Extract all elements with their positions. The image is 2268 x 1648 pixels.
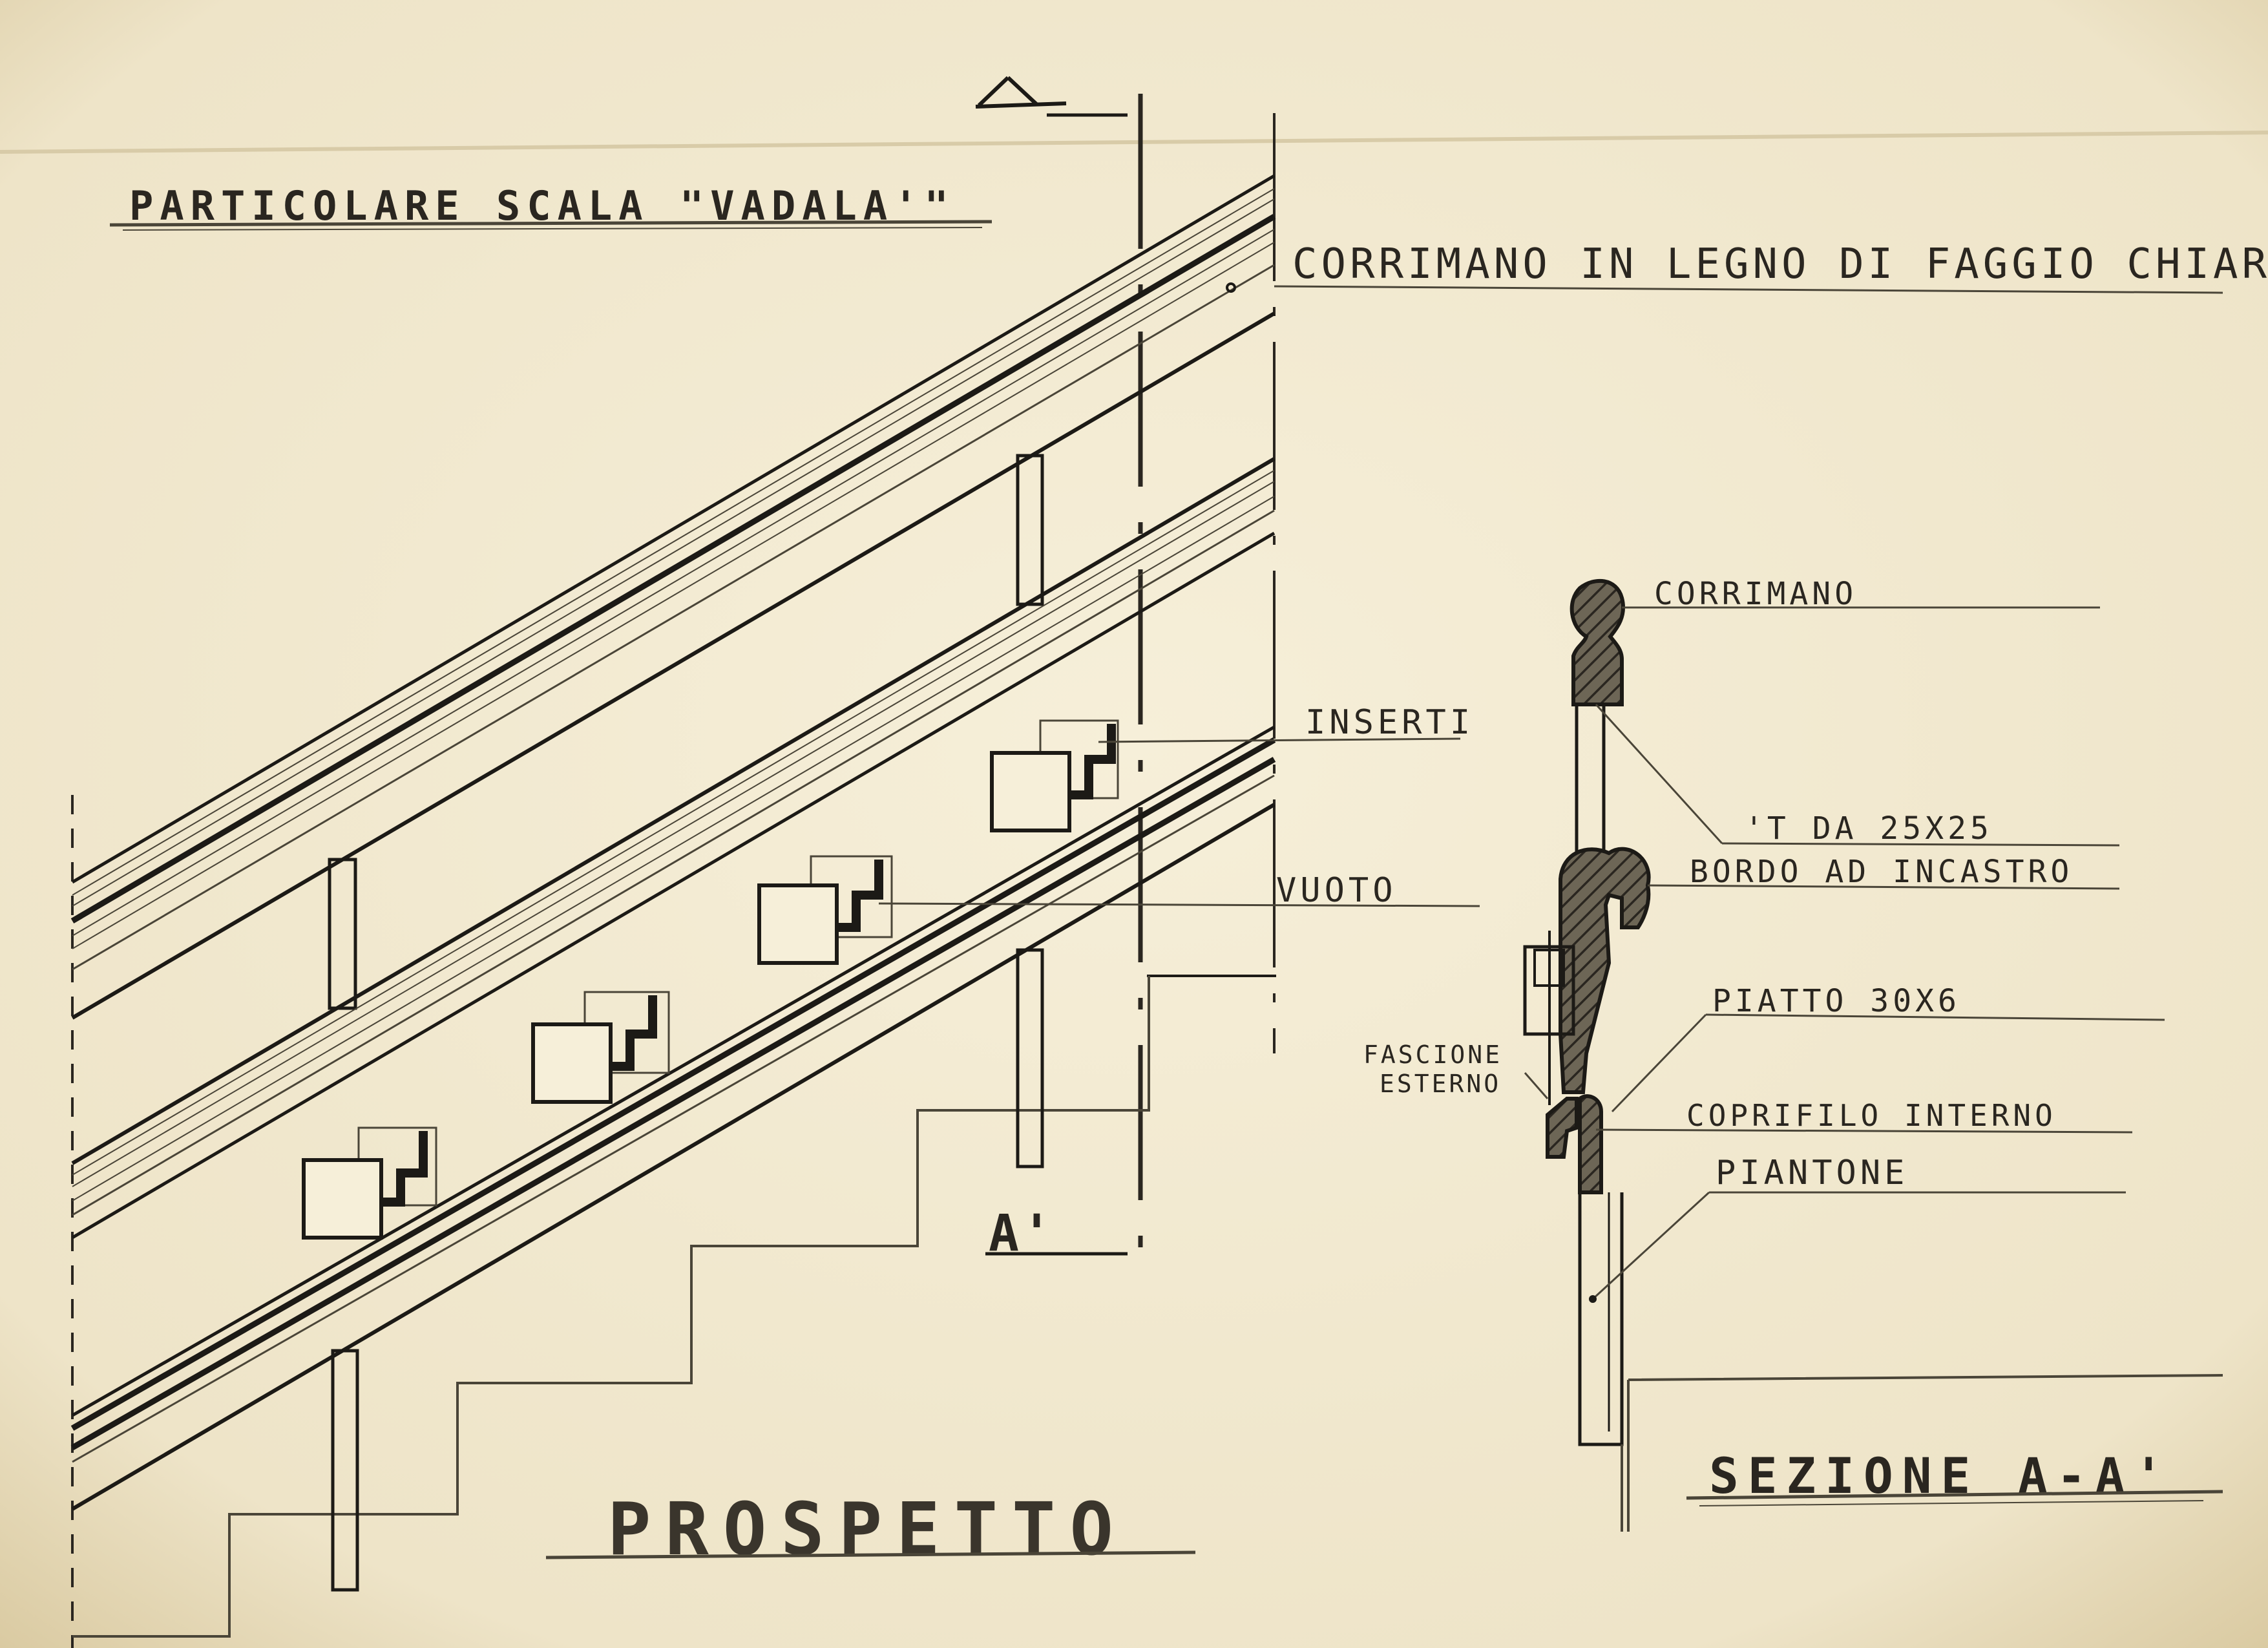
section-inner-cover [1546, 1097, 1579, 1159]
label-section-handrail: CORRIMANO [1654, 576, 1857, 612]
label-void: VUOTO [1276, 871, 1397, 910]
section-post-head [1578, 1094, 1603, 1194]
balusters [328, 454, 1044, 1592]
label-inserts: INSERTI [1305, 703, 1474, 742]
stair-steps [72, 976, 1150, 1638]
section-annotations: CORRIMANO 'T DA 25X25 BORDO AD INCASTRO … [1363, 576, 2073, 1192]
section-floor [1621, 1374, 2223, 1532]
label-outer-band-line1: FASCIONE [1363, 1041, 1502, 1069]
baluster [1016, 948, 1044, 1168]
section-leaders [1524, 606, 2165, 1300]
elevation-annotations: CORRIMANO IN LEGNO DI FAGGIO CHIARO INSE… [878, 240, 2268, 910]
elevation-title: PROSPETTO [545, 1488, 1196, 1572]
insert [757, 855, 893, 965]
label-flat-bar: PIATTO 30X6 [1712, 983, 1960, 1019]
middle-rail [71, 457, 1276, 1240]
section-handrail-profile [1570, 578, 1625, 706]
label-outer-band-line2: ESTERNO [1380, 1070, 1501, 1098]
cut-mark-bottom-label: A' [989, 1205, 1055, 1263]
label-t-profile: 'T DA 25X25 [1745, 810, 1993, 847]
inserts-group [302, 719, 1119, 1240]
paper-fold-line [0, 131, 2268, 154]
elevation-view: CORRIMANO IN LEGNO DI FAGGIO CHIARO INSE… [70, 174, 2268, 1648]
label-inner-cover: COPRIFILO INTERNO [1686, 1098, 2057, 1133]
insert [990, 719, 1119, 832]
top-handrail [70, 174, 1276, 1020]
insert [302, 1126, 437, 1240]
label-handrail-material: CORRIMANO IN LEGNO DI FAGGIO CHIARO [1292, 240, 2268, 288]
section-outer-band [1559, 847, 1651, 1094]
label-post: PIANTONE [1716, 1154, 1908, 1192]
section-view: CORRIMANO 'T DA 25X25 BORDO AD INCASTRO … [1363, 576, 2223, 1532]
insert [531, 991, 670, 1104]
section-title: SEZIONE A-A' [1686, 1447, 2223, 1506]
section-post [1578, 1192, 1624, 1446]
label-rebated-edge: BORDO AD INCASTRO [1690, 854, 2073, 890]
section-cut-line: A A' [975, 76, 1276, 1273]
drawing-title: PARTICOLARE SCALA "VADALA'" [109, 182, 992, 231]
bottom-rail [70, 725, 1276, 1511]
elevation-title-text: PROSPETTO [607, 1488, 1128, 1572]
